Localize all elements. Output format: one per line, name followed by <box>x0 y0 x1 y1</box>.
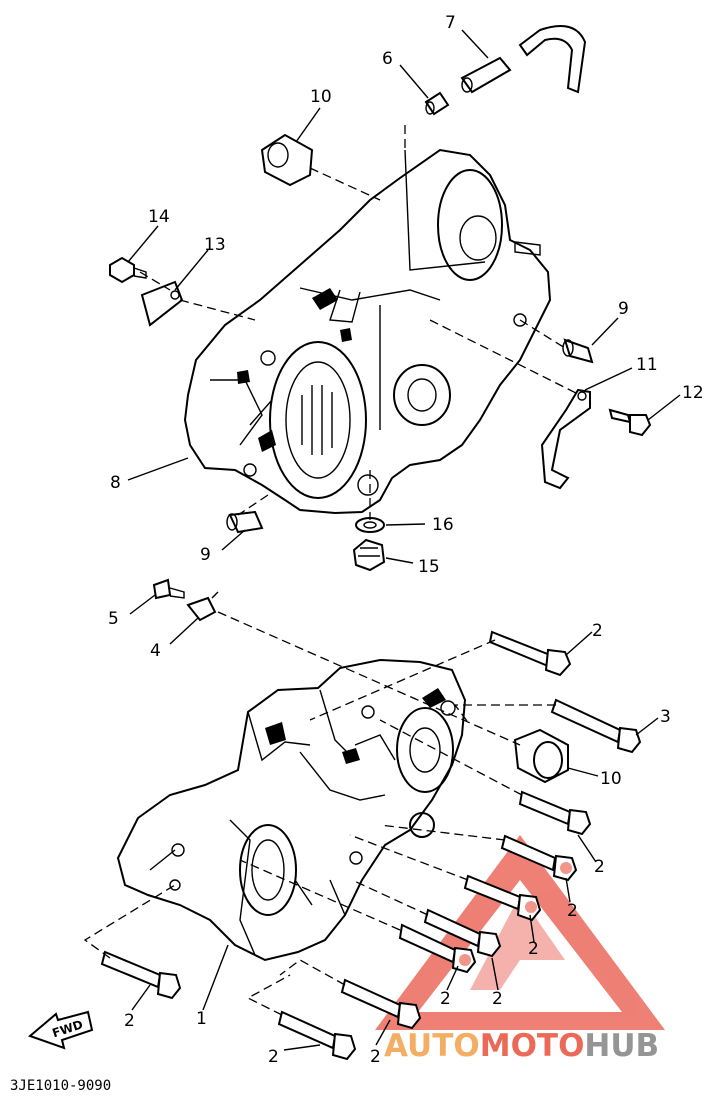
bolt-2-red-b <box>463 874 542 922</box>
label-13: 13 <box>204 235 226 255</box>
label-16: 16 <box>432 515 454 535</box>
bearing-10-lower <box>513 728 569 784</box>
label-2-left: 2 <box>124 1011 135 1031</box>
drawing-code: 3JE1010-9090 <box>10 1078 111 1094</box>
screw-5 <box>152 578 185 600</box>
label-2-red-c: 2 <box>492 989 503 1009</box>
dowel-pin-9-right <box>562 338 594 364</box>
watermark-logo: AUTOMOTOHUB <box>384 1028 659 1064</box>
bolt-2-bottom-left <box>277 1010 357 1061</box>
label-9-right: 9 <box>618 299 629 319</box>
bolt-2-red-c <box>423 908 502 958</box>
drain-plug-15 <box>352 538 386 572</box>
bolt-2-left <box>100 950 182 1000</box>
label-10-upper: 10 <box>310 87 332 107</box>
label-10-lower: 10 <box>600 769 622 789</box>
bolt-2-red-a <box>500 834 578 882</box>
fwd-arrow: FWD <box>28 1010 94 1050</box>
label-15: 15 <box>418 557 440 577</box>
label-11: 11 <box>636 355 658 375</box>
label-7: 7 <box>445 13 456 33</box>
label-2-mid: 2 <box>594 857 605 877</box>
label-2-bottom-right: 2 <box>370 1047 381 1067</box>
label-2-bottom-left: 2 <box>268 1047 279 1067</box>
label-2-red-d: 2 <box>440 989 451 1009</box>
label-2-red-a: 2 <box>567 901 578 921</box>
hose-7 <box>460 25 587 94</box>
bearing-10-upper <box>260 133 314 187</box>
label-4: 4 <box>150 641 161 661</box>
plate-11 <box>540 388 591 490</box>
watermark-moto: MOTO <box>480 1028 585 1064</box>
watermark-hub: HUB <box>584 1028 659 1064</box>
clip-4 <box>186 591 219 622</box>
bolt-2-bottom-right <box>340 978 422 1030</box>
label-1: 1 <box>196 1009 207 1029</box>
label-2-red-b: 2 <box>528 939 539 959</box>
label-9-left: 9 <box>200 545 211 565</box>
leader-lines <box>127 29 681 1051</box>
bolt-2-upper <box>488 630 572 677</box>
assembly-lines <box>83 125 581 1016</box>
label-3: 3 <box>660 707 671 727</box>
dowel-pin-6 <box>424 91 450 116</box>
bolt-2-red-d <box>398 923 477 974</box>
right-crankcase-half <box>116 658 467 962</box>
bolt-3 <box>550 698 642 754</box>
bolt-2-mid <box>518 790 592 836</box>
bolt-12 <box>608 408 652 437</box>
left-crankcase-half <box>183 148 552 515</box>
washer-16 <box>355 517 385 533</box>
part-labels: 7 6 10 14 13 9 11 12 8 16 9 15 5 4 2 3 1… <box>108 13 704 1067</box>
label-12: 12 <box>682 383 704 403</box>
svg-text:AUTOMOTOHUB: AUTOMOTOHUB <box>384 1028 659 1064</box>
label-5: 5 <box>108 609 119 629</box>
label-14: 14 <box>148 207 170 227</box>
dowel-pin-9-left <box>226 510 264 534</box>
watermark-auto: AUTO <box>384 1028 480 1064</box>
label-6: 6 <box>382 49 393 69</box>
label-2-upper: 2 <box>592 621 603 641</box>
label-8: 8 <box>110 473 121 493</box>
